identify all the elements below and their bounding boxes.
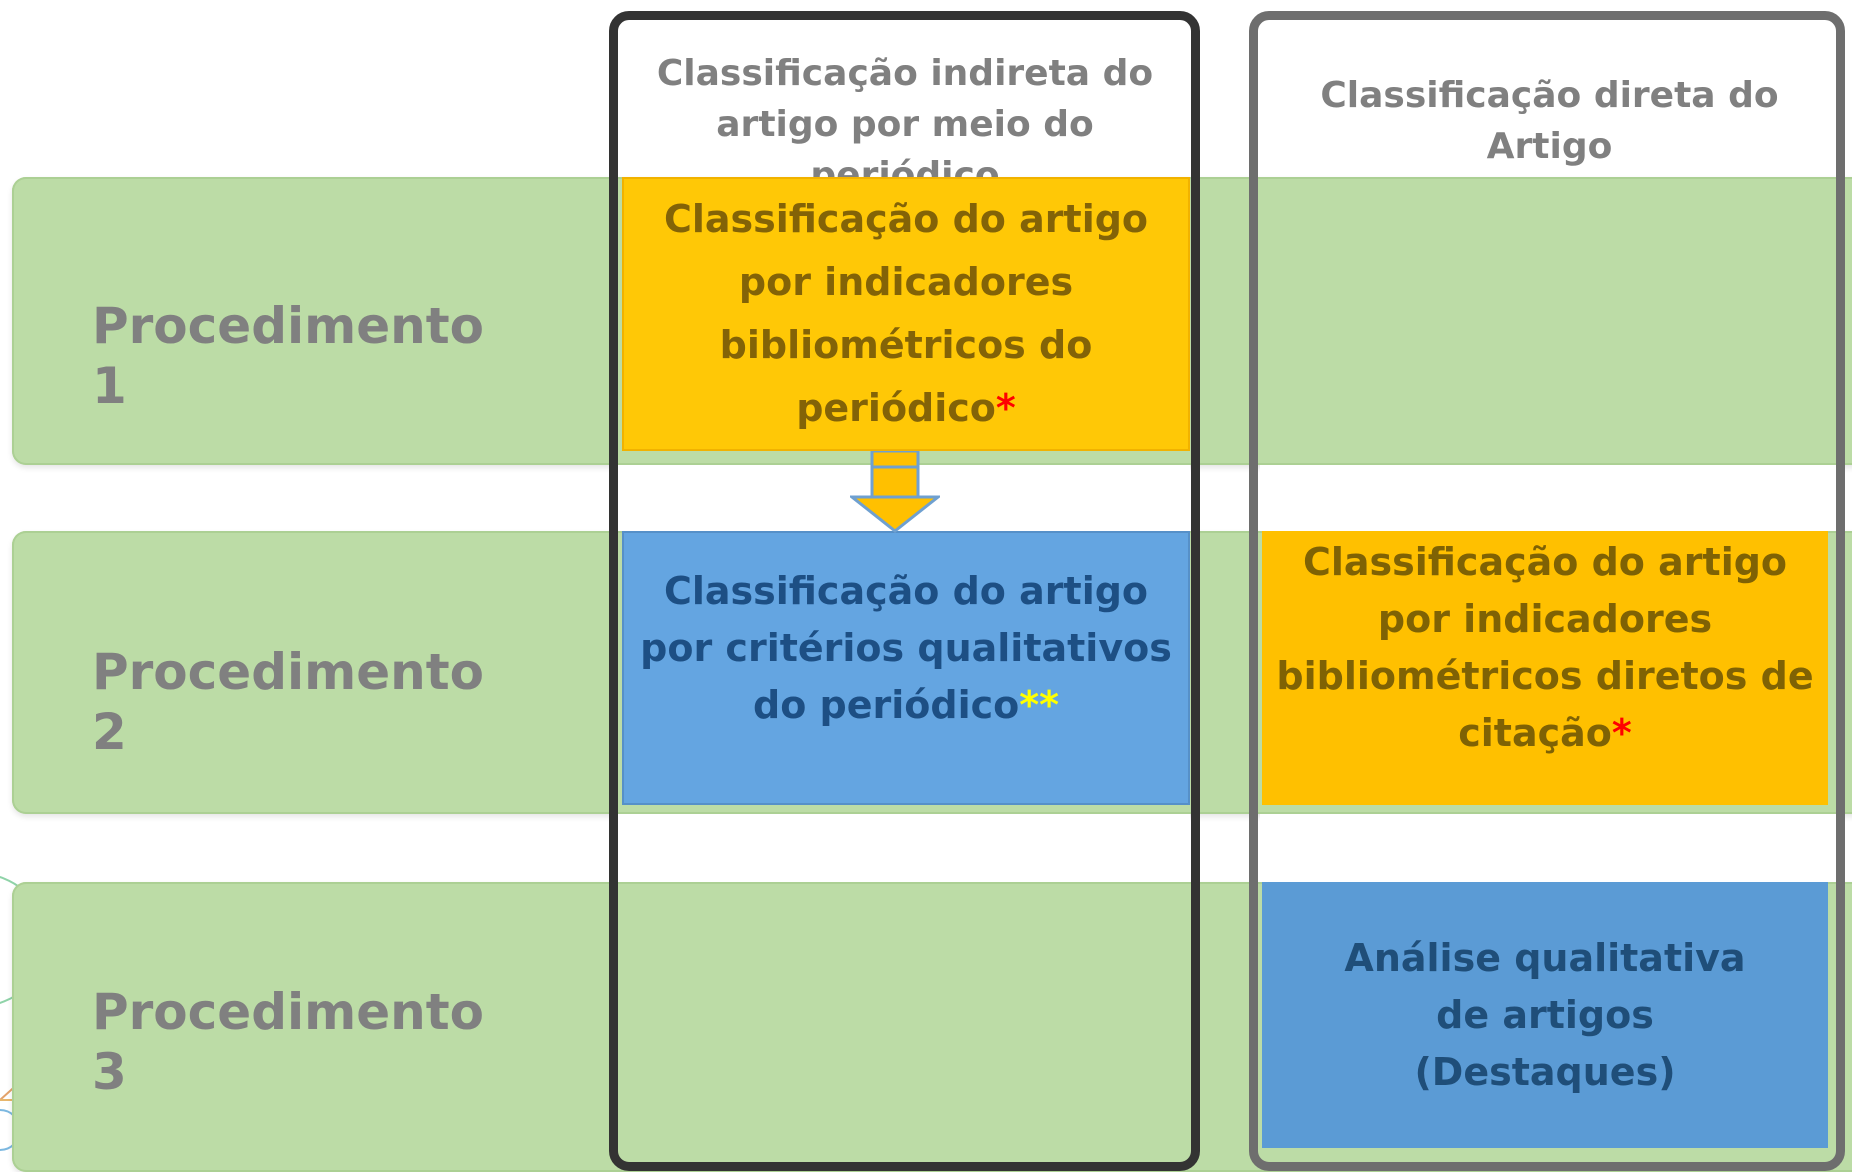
p3-direct-text: Análise qualitativa de artigos (Destaque…: [1344, 935, 1746, 1094]
down-arrow-icon: [850, 451, 940, 533]
p2-indirect-text: Classificação do artigo por critérios qu…: [640, 568, 1172, 727]
direct-column-title: Classificação direta do Artigo: [1320, 75, 1779, 167]
p2-indirect-box: Classificação do artigo por critérios qu…: [622, 531, 1190, 805]
p2-indirect-mark: **: [1019, 682, 1059, 727]
p1-indirect-text: Classificação do artigo por indicadores …: [663, 197, 1149, 430]
indirect-column-frame: [609, 11, 1200, 1171]
direct-column-frame: [1249, 11, 1845, 1171]
p3-direct-box: Análise qualitativa de artigos (Destaque…: [1262, 882, 1828, 1148]
p2-direct-text: Classificação do artigo por indicadores …: [1276, 540, 1814, 755]
procedure-label-2: Procedimento 2: [92, 643, 484, 761]
p2-direct-box: Classificação do artigo por indicadores …: [1262, 531, 1828, 805]
direct-column-gap-1: [1260, 465, 1836, 531]
p1-indirect-box: Classificação do artigo por indicadores …: [622, 177, 1190, 451]
procedure-label-3: Procedimento 3: [92, 983, 484, 1101]
p2-direct-mark: *: [1611, 711, 1632, 755]
indirect-column-gap-2: [616, 814, 1190, 882]
procedure-label-1: Procedimento 1: [92, 297, 484, 415]
p1-indirect-mark: *: [995, 386, 1016, 430]
direct-column-gap-2: [1260, 814, 1836, 882]
